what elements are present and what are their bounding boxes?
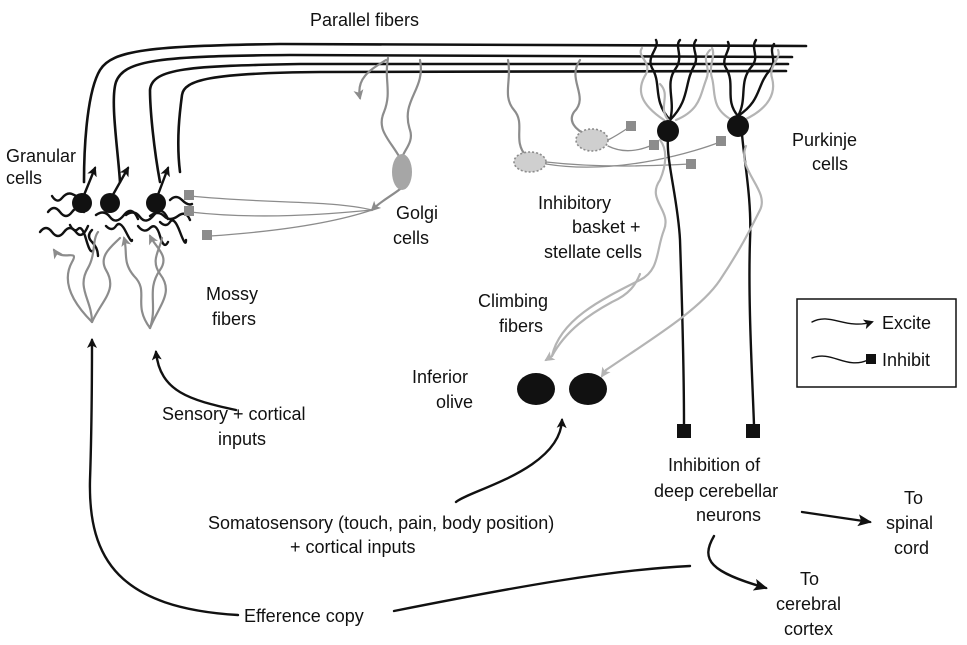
stellate-cell-body xyxy=(514,152,546,172)
inferior-olive-label: olive xyxy=(436,392,473,412)
somatosensory-inputs-label: + cortical inputs xyxy=(290,537,416,557)
olive-nucleus xyxy=(517,373,555,405)
parallel-fibers-label: Parallel fibers xyxy=(310,10,419,30)
to-spinal-cord-label: spinal xyxy=(886,513,933,533)
granular-cell-body xyxy=(72,193,92,213)
golgi-cells-label: cells xyxy=(393,228,429,248)
efference-copy-label: Efference copy xyxy=(244,606,364,626)
purkinje-cell-body xyxy=(727,115,749,137)
to-spinal-cord-label: To xyxy=(904,488,923,508)
granular-cells-label: cells xyxy=(6,168,42,188)
sensory-inputs-label: inputs xyxy=(218,429,266,449)
parallel-fibers xyxy=(84,44,806,182)
granular-cells xyxy=(72,193,166,213)
somatosensory-inputs-label: Somatosensory (touch, pain, body positio… xyxy=(208,513,554,533)
golgi-cell-body xyxy=(392,154,412,190)
inhibitory-cells-label: stellate cells xyxy=(544,242,642,262)
granular-cell-body xyxy=(100,193,120,213)
mossy-fibers-label: Mossy xyxy=(206,284,258,304)
purkinje-cell-body xyxy=(657,120,679,142)
mossy-fibers xyxy=(54,232,166,328)
inferior-olive-label: Inferior xyxy=(412,367,468,387)
inferior-olive xyxy=(517,373,607,405)
legend-excite-label: Excite xyxy=(882,313,931,333)
inhibitory-cells-label: basket + xyxy=(572,217,641,237)
purkinje-terminal xyxy=(677,424,691,438)
golgi-cells-label: Golgi xyxy=(396,203,438,223)
inhibition-deep-label: deep cerebellar xyxy=(654,481,778,501)
inhibitory-cells xyxy=(508,60,726,172)
granular-cells-label: Granular xyxy=(6,146,76,166)
legend-box xyxy=(797,299,956,387)
legend: Excite Inhibit xyxy=(797,299,956,387)
to-cerebral-cortex-label: cerebral xyxy=(776,594,841,614)
purkinje-cells-label: Purkinje xyxy=(792,130,857,150)
basket-cell-body xyxy=(576,129,608,151)
inhibition-deep-label: neurons xyxy=(696,505,761,525)
golgi-cell xyxy=(184,58,421,240)
climbing-fibers-label: fibers xyxy=(499,316,543,336)
inhibitory-cells-label: Inhibitory xyxy=(538,193,611,213)
sensory-inputs-label: Sensory + cortical xyxy=(162,404,306,424)
legend-inhibit-label: Inhibit xyxy=(882,350,930,370)
inhibition-deep-label: Inhibition of xyxy=(668,455,761,475)
olive-nucleus xyxy=(569,373,607,405)
climbing-fibers-label: Climbing xyxy=(478,291,548,311)
labels: Parallel fibers Granular cells Golgi cel… xyxy=(6,10,933,639)
granular-cell-body xyxy=(146,193,166,213)
purkinje-terminal xyxy=(746,424,760,438)
climbing-fibers xyxy=(546,274,640,376)
to-cerebral-cortex-label: cortex xyxy=(784,619,833,639)
to-cerebral-cortex-label: To xyxy=(800,569,819,589)
mossy-fibers-label: fibers xyxy=(212,309,256,329)
purkinje-cells-label: cells xyxy=(812,154,848,174)
to-spinal-cord-label: cord xyxy=(894,538,929,558)
